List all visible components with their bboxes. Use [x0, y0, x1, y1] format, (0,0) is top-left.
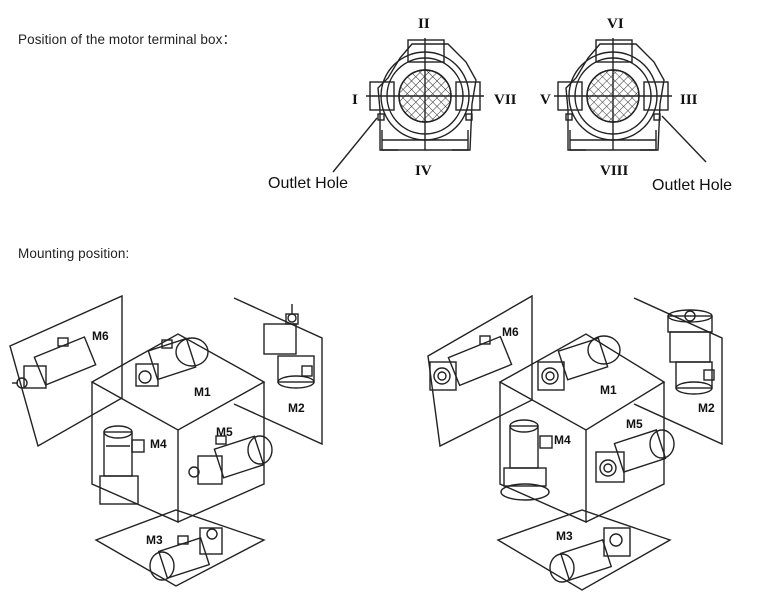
position-label-bottom: VIII: [600, 163, 629, 179]
terminal-box-diagram-1: II I VII IV Outlet Hole: [268, 16, 517, 192]
mounting-label-m6: M6: [502, 325, 519, 339]
gear-motor-m6: [429, 335, 513, 391]
outlet-hole-label: Outlet Hole: [652, 177, 732, 194]
panel-m3: [94, 509, 266, 587]
terminal-box-heading: Position of the motor terminal box：: [18, 32, 237, 47]
mounting-label-m6: M6: [92, 329, 109, 343]
position-label-right: III: [680, 92, 698, 108]
mounting-cube: [498, 333, 666, 524]
gear-motor-m4: [500, 419, 553, 501]
mounting-label-m5: M5: [216, 425, 233, 439]
gear-motor-m1: [135, 337, 209, 387]
outlet-hole-label: Outlet Hole: [268, 175, 348, 192]
gear-motor-m2: [667, 309, 715, 395]
mounting-label-m3: M3: [556, 529, 573, 543]
mounting-diagram-2: M6 M1 M2 M4 M5 M3: [427, 294, 723, 591]
position-label-top: VI: [607, 16, 624, 32]
position-label-left: I: [352, 92, 358, 108]
mounting-label-m1: M1: [600, 383, 617, 397]
terminal-box-diagram-2: VI V III VIII Outlet Hole: [540, 16, 732, 194]
gear-motor-m2: [263, 304, 315, 389]
mounting-label-m2: M2: [288, 401, 305, 415]
gear-motor-m5: [188, 435, 273, 485]
mounting-label-m1: M1: [194, 385, 211, 399]
position-label-left: V: [540, 92, 551, 108]
panel-m2: [633, 297, 723, 446]
position-label-right: VII: [494, 92, 517, 108]
position-label-bottom: IV: [415, 163, 432, 179]
outlet-pointer-line: [332, 117, 378, 173]
motor-end-view: [366, 38, 484, 151]
gear-motor-m4: [99, 425, 145, 505]
mounting-cube: [90, 333, 266, 524]
outlet-pointer-line: [661, 115, 707, 163]
mounting-position-heading: Mounting position:: [18, 246, 130, 261]
panel-m6: [427, 294, 533, 448]
gear-motor-m3: [149, 527, 223, 581]
gear-motor-m5: [595, 429, 675, 483]
mounting-label-m2: M2: [698, 401, 715, 415]
position-label-top: II: [418, 16, 430, 32]
gear-motor-m3: [549, 527, 631, 583]
mounting-label-m4: M4: [150, 437, 167, 451]
panel-m6: [9, 294, 123, 448]
mounting-diagram-1: M6 M1 M2 M4 M5 M3: [9, 294, 323, 587]
gear-motor-m1: [537, 335, 621, 391]
panel-m3: [496, 509, 672, 591]
mounting-label-m3: M3: [146, 533, 163, 547]
motor-end-view: [554, 38, 672, 151]
mounting-label-m4: M4: [554, 433, 571, 447]
gear-motor-m6: [12, 336, 97, 389]
panel-m2: [233, 297, 323, 446]
mounting-label-m5: M5: [626, 417, 643, 431]
